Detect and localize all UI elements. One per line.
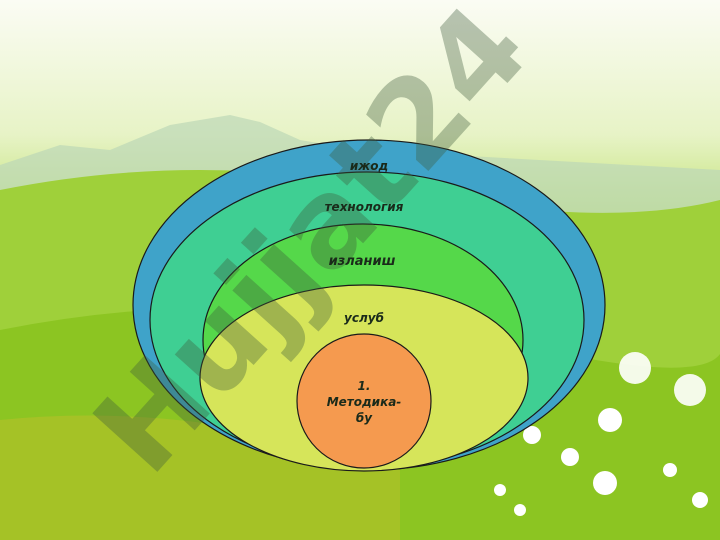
label-texnologiya: технология xyxy=(325,200,404,214)
label-izlanish: изланиш xyxy=(329,254,396,269)
flowers xyxy=(494,352,708,516)
core-circle xyxy=(296,333,432,469)
label-ijod: ижод xyxy=(350,159,388,173)
core-line-3: бу xyxy=(356,411,373,425)
core-line-2: Методика- xyxy=(327,395,402,409)
core-line-1: 1. xyxy=(358,379,371,393)
label-uslub: услуб xyxy=(344,311,384,325)
nested-diagram xyxy=(132,139,606,472)
